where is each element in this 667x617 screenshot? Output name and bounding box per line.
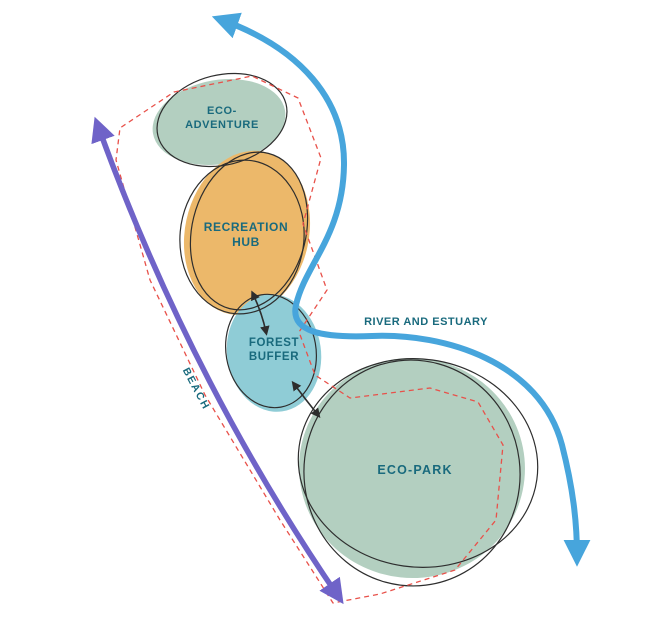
eco-adventure-label-line1: ECO-: [207, 105, 237, 117]
eco-park-label: ECO-PARK: [377, 463, 453, 477]
eco-adventure-label: ECO- ADVENTURE: [152, 104, 292, 132]
recreation-hub-label: RECREATION HUB: [164, 220, 328, 250]
forest-buffer-label: FOREST BUFFER: [204, 336, 344, 364]
forest-buffer-label-line2: BUFFER: [248, 351, 300, 363]
river-estuary-label: RIVER AND ESTUARY: [364, 316, 488, 328]
recreation-hub-label-line2: HUB: [232, 235, 260, 249]
beach-arrow: [91, 116, 344, 605]
recreation-hub-label-line1: RECREATION: [203, 220, 289, 234]
forest-buffer-label-line1: FOREST: [248, 337, 300, 349]
eco-adventure-label-line2: ADVENTURE: [185, 119, 259, 131]
